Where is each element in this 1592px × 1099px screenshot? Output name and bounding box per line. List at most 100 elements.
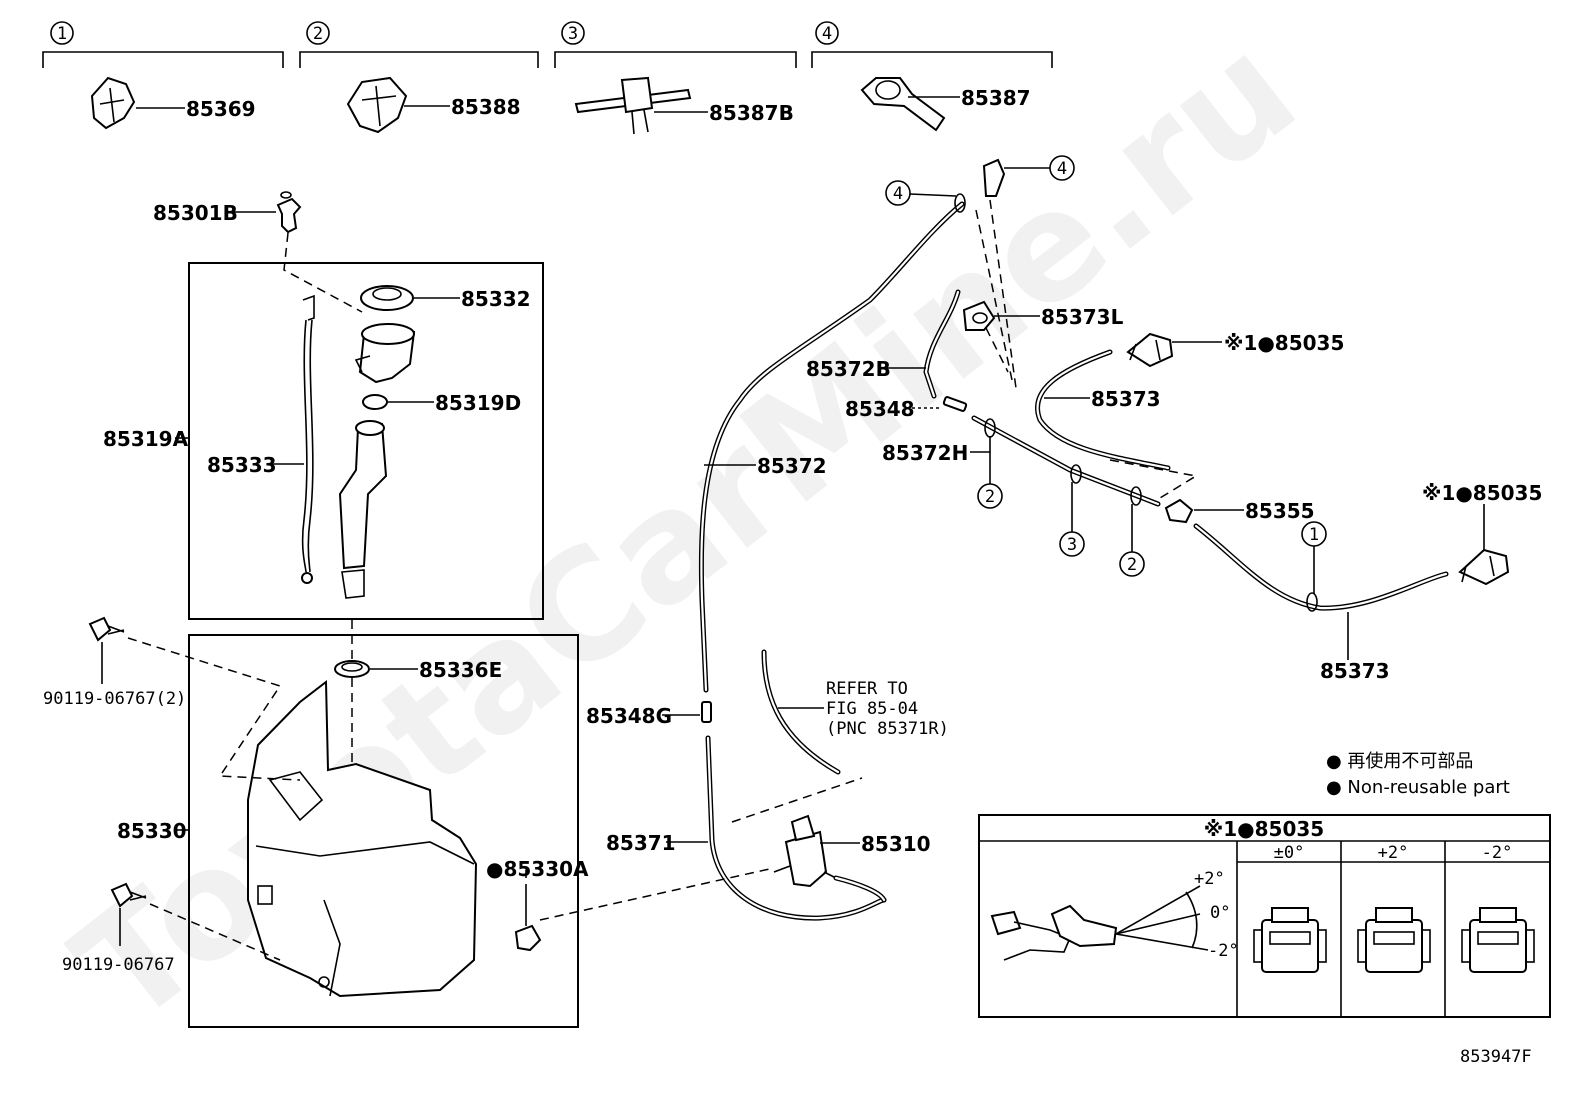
part-label-85369: 85369 bbox=[186, 97, 256, 121]
hose-marker bbox=[977, 483, 1003, 509]
clip-icon-85369 bbox=[90, 76, 136, 130]
group-index: 2 bbox=[313, 24, 323, 44]
cap-85332 bbox=[360, 285, 414, 311]
tank-group-box bbox=[188, 634, 579, 1028]
part-label-85348: 85348 bbox=[845, 397, 915, 421]
part-label-85388: 85388 bbox=[451, 95, 521, 119]
clip-group-3: 3 85387B bbox=[554, 21, 797, 135]
part-label-85372: 85372 bbox=[757, 454, 827, 478]
part-label-85330: 85330 bbox=[117, 819, 187, 843]
clip-group-4: 4 85387 bbox=[811, 21, 1053, 132]
refer-line-3: (PNC 85371R) bbox=[826, 719, 949, 739]
part-label-85336E: 85336E bbox=[419, 658, 502, 682]
part-label-85310: 85310 bbox=[861, 832, 931, 856]
table-col-1: +2° bbox=[1378, 843, 1409, 863]
part-label-85035-top: ※1●85035 bbox=[1224, 331, 1344, 355]
part-label-85348G: 85348G bbox=[586, 704, 672, 728]
angle-plus: +2° bbox=[1194, 869, 1225, 889]
part-label-85319A: 85319A bbox=[103, 427, 189, 451]
part-label-85332: 85332 bbox=[461, 287, 531, 311]
grommet-85330A bbox=[514, 924, 542, 952]
part-label-85372B: 85372B bbox=[806, 357, 891, 381]
part-label-85373-top: 85373 bbox=[1091, 387, 1161, 411]
part-label-85355: 85355 bbox=[1245, 499, 1315, 523]
table-col-0: ±0° bbox=[1274, 843, 1305, 863]
hose-marker bbox=[1059, 531, 1085, 557]
refer-line-1: REFER TO bbox=[826, 679, 908, 699]
group-index: 3 bbox=[568, 24, 578, 44]
group-bracket bbox=[811, 51, 1053, 68]
joint-85348G bbox=[701, 701, 712, 723]
part-label-85387B: 85387B bbox=[709, 101, 794, 125]
group-bracket bbox=[554, 51, 797, 68]
hose-marker-label: 4 bbox=[1057, 159, 1067, 179]
refer-line-2: FIG 85-04 bbox=[826, 699, 918, 719]
hose-clip-top bbox=[982, 158, 1006, 197]
group-index-circle bbox=[306, 21, 330, 45]
bolt-90119-06767-2 bbox=[88, 616, 125, 642]
part-label-90119-06767-2: 90119-06767(2) bbox=[43, 689, 186, 709]
hose-marker-label: 4 bbox=[893, 184, 903, 204]
group-index-circle bbox=[50, 21, 74, 45]
part-label-85301B: 85301B bbox=[153, 201, 238, 225]
hose-marker bbox=[885, 180, 911, 206]
group-index-circle bbox=[815, 21, 839, 45]
table-col-2: -2° bbox=[1482, 843, 1513, 863]
clip-icon-85388 bbox=[346, 76, 408, 134]
group-bracket bbox=[42, 51, 284, 68]
group-index-circle bbox=[561, 21, 585, 45]
hose-marker-label: 2 bbox=[1127, 555, 1137, 575]
nozzle-85373L bbox=[962, 300, 996, 331]
hose-marker-label: 1 bbox=[1309, 525, 1319, 545]
hose-marker-label: 2 bbox=[985, 487, 995, 507]
hose-marker bbox=[1049, 155, 1075, 181]
nozzle-front-minus2 bbox=[1461, 907, 1535, 973]
legend-jp: ● 再使用不可部品 bbox=[1326, 751, 1473, 772]
bolt-90119-06767 bbox=[110, 882, 147, 908]
grommet-85336E bbox=[334, 660, 370, 678]
group-bracket bbox=[299, 51, 539, 68]
nozzle-85035-right bbox=[1458, 548, 1510, 586]
hose-marker-label: 3 bbox=[1067, 535, 1077, 555]
clip-icon-85387B bbox=[574, 76, 692, 135]
clip-group-2: 2 85388 bbox=[299, 21, 539, 134]
angle-minus: -2° bbox=[1208, 941, 1239, 961]
nozzle-angle-table: ※1●85035 ±0° +2° -2° +2° 0° -2° bbox=[978, 814, 1551, 1018]
filler-neck-group-box bbox=[188, 262, 544, 620]
hose-marker bbox=[1119, 551, 1145, 577]
hose-marker bbox=[1301, 521, 1327, 547]
angle-zero: 0° bbox=[1210, 903, 1230, 923]
watermark: ToyotaCarMine.ru bbox=[45, 3, 1327, 1058]
nozzle-85035-top bbox=[1126, 332, 1174, 368]
filler-neck-upper bbox=[354, 323, 416, 384]
strap-85333 bbox=[301, 294, 315, 584]
part-label-85371: 85371 bbox=[606, 831, 676, 855]
clip-icon-85387 bbox=[860, 77, 946, 132]
legend-en: ● Non-reusable part bbox=[1326, 777, 1510, 798]
joint-85355 bbox=[1164, 498, 1194, 524]
nozzle-front-plus2 bbox=[1357, 907, 1431, 973]
joint-85348 bbox=[942, 396, 968, 412]
filler-tube bbox=[338, 420, 388, 599]
pump-85310 bbox=[773, 814, 841, 888]
washer-tank-85330 bbox=[247, 680, 478, 998]
table-title: ※1●85035 bbox=[1204, 817, 1324, 841]
part-label-85373-bottom: 85373 bbox=[1320, 659, 1390, 683]
part-label-85372H: 85372H bbox=[882, 441, 968, 465]
clip-group-1: 1 85369 bbox=[42, 21, 284, 130]
group-index: 1 bbox=[57, 24, 67, 44]
part-label-85035-right: ※1●85035 bbox=[1422, 481, 1542, 505]
part-label-85387: 85387 bbox=[961, 86, 1031, 110]
part-label-85330A: ●85330A bbox=[486, 857, 589, 881]
nozzle-side-view bbox=[990, 885, 1209, 961]
group-index: 4 bbox=[822, 24, 832, 44]
figure-code: 853947F bbox=[1460, 1047, 1532, 1067]
part-label-85333: 85333 bbox=[207, 453, 277, 477]
part-label-85373L: 85373L bbox=[1041, 305, 1124, 329]
ring-85319D bbox=[362, 394, 388, 410]
nozzle-front-0 bbox=[1253, 907, 1327, 973]
part-label-90119-06767: 90119-06767 bbox=[62, 955, 175, 975]
clip-85301B bbox=[276, 191, 302, 234]
part-label-85319D: 85319D bbox=[435, 391, 521, 415]
